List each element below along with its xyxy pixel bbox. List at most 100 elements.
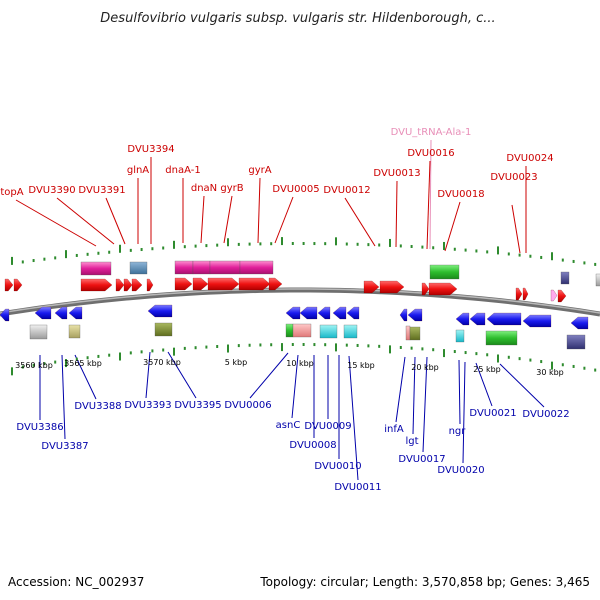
forward-gene-arrow bbox=[123, 278, 133, 292]
feature-blocks bbox=[29, 260, 600, 350]
reverse-gene-arrow bbox=[469, 312, 486, 326]
bottom-leader-line bbox=[74, 354, 97, 400]
bottom-gene-label: DVU0006 bbox=[224, 400, 271, 411]
forward-gene-arrow bbox=[207, 277, 240, 291]
top-gene-label: dnaN bbox=[191, 183, 217, 194]
feature-block bbox=[154, 322, 173, 337]
reverse-gene-arrow bbox=[68, 306, 83, 320]
map-title: Desulfovibrio vulgaris subsp. vulgaris s… bbox=[100, 11, 495, 26]
top-leader-line bbox=[274, 196, 294, 244]
bottom-gene-label: DVU0017 bbox=[398, 454, 445, 465]
feature-block bbox=[292, 323, 312, 338]
feature-block bbox=[68, 324, 81, 339]
top-leader-line bbox=[257, 177, 261, 244]
top-gene-label: DVU0005 bbox=[272, 184, 319, 195]
reverse-gene-arrow bbox=[34, 306, 52, 320]
top-leader-line bbox=[395, 180, 398, 248]
reverse-gene-arrow bbox=[299, 306, 318, 320]
forward-gene-arrow bbox=[238, 277, 271, 291]
top-gene-label: gyrB bbox=[220, 183, 243, 194]
bottom-leader-line bbox=[291, 354, 299, 419]
bottom-leader-line bbox=[462, 361, 466, 464]
feature-block bbox=[29, 324, 48, 340]
top-gene-label: DVU0024 bbox=[506, 153, 553, 164]
feature-block bbox=[343, 324, 358, 339]
top-leader-line bbox=[105, 197, 126, 245]
bottom-gene-label: asnC bbox=[276, 420, 301, 431]
reverse-gene-arrow bbox=[0, 308, 10, 322]
bottom-gene-label: ngr bbox=[449, 426, 467, 437]
forward-gene-arrow bbox=[4, 278, 14, 292]
scale-label: 3565 kbp bbox=[64, 359, 102, 368]
bottom-gene-label: DVU0022 bbox=[522, 409, 569, 420]
bottom-gene-label: lgt bbox=[405, 436, 418, 447]
feature-block bbox=[129, 261, 148, 275]
feature-block bbox=[192, 260, 211, 275]
reverse-gene-arrow bbox=[399, 308, 408, 322]
top-gene-label: DVU3394 bbox=[127, 144, 174, 155]
forward-gene-arrow bbox=[522, 287, 529, 301]
feature-block bbox=[455, 329, 465, 343]
forward-gene-arrow bbox=[13, 278, 23, 292]
feature-block bbox=[485, 330, 518, 346]
bottom-gene-label: infA bbox=[384, 424, 404, 435]
top-leader-line bbox=[344, 197, 376, 247]
forward-gene-arrow bbox=[80, 278, 113, 292]
forward-gene-arrow bbox=[363, 280, 380, 294]
bottom-leader-line bbox=[61, 354, 66, 440]
top-gene-label: topA bbox=[0, 187, 23, 198]
feature-block bbox=[174, 260, 194, 275]
forward-gene-arrow bbox=[557, 289, 567, 303]
top-gene-label: DVU0012 bbox=[323, 185, 370, 196]
reverse-gene-arrow bbox=[332, 306, 347, 320]
bottom-gene-label: DVU3393 bbox=[124, 400, 171, 411]
bottom-leader-line bbox=[348, 355, 359, 481]
top-leader-line bbox=[200, 195, 205, 244]
bottom-leader-line bbox=[422, 356, 428, 453]
top-gene-label: DVU_tRNA-Ala-1 bbox=[391, 127, 472, 138]
trna-gene-arrow bbox=[550, 289, 558, 302]
scale-label: 3570 kbp bbox=[143, 358, 181, 367]
forward-gene-arrow bbox=[115, 278, 125, 292]
feature-block bbox=[566, 334, 586, 350]
top-gene-label: DVU0013 bbox=[373, 168, 420, 179]
feature-block bbox=[319, 324, 338, 339]
reverse-gene-arrow bbox=[522, 314, 552, 328]
top-gene-label: glnA bbox=[127, 165, 149, 176]
forward-gene-arrow bbox=[379, 280, 405, 294]
bottom-leader-line bbox=[249, 352, 289, 399]
bottom-gene-label: DVU0009 bbox=[304, 421, 351, 432]
label-connectors bbox=[15, 139, 545, 481]
top-gene-label: DVU3391 bbox=[78, 185, 125, 196]
top-gene-label: gyrA bbox=[248, 165, 271, 176]
bottom-leader-line bbox=[145, 351, 151, 399]
feature-block bbox=[209, 260, 241, 275]
top-gene-label: DVU0018 bbox=[437, 189, 484, 200]
bottom-leader-line bbox=[458, 359, 461, 425]
reverse-gene-arrow bbox=[455, 312, 470, 326]
genome-backbone bbox=[0, 287, 600, 317]
top-leader-line bbox=[426, 160, 431, 250]
scale-label: 30 kbp bbox=[536, 368, 564, 377]
bottom-leader-line bbox=[499, 363, 545, 408]
reverse-gene-arrow bbox=[570, 316, 589, 330]
bottom-gene-label: DVU3395 bbox=[174, 400, 221, 411]
feature-block bbox=[405, 325, 411, 341]
forward-gene-arrow bbox=[131, 278, 143, 292]
bottom-gene-label: DVU0010 bbox=[314, 461, 361, 472]
bottom-gene-label: DVU0011 bbox=[334, 482, 381, 493]
feature-block bbox=[595, 273, 600, 287]
scale-label: 10 kbp bbox=[286, 359, 314, 368]
scale-ticks bbox=[11, 237, 597, 376]
scale-label: 15 kbp bbox=[347, 361, 375, 370]
top-leader-line bbox=[511, 204, 521, 254]
reverse-gene-arrow bbox=[407, 308, 423, 322]
top-gene-label: DVU3390 bbox=[28, 185, 75, 196]
accession-text: Accession: NC_002937 bbox=[8, 575, 144, 589]
feature-block bbox=[80, 261, 112, 276]
scale-label: 5 kbp bbox=[225, 358, 247, 367]
forward-gene-arrow bbox=[428, 282, 458, 296]
